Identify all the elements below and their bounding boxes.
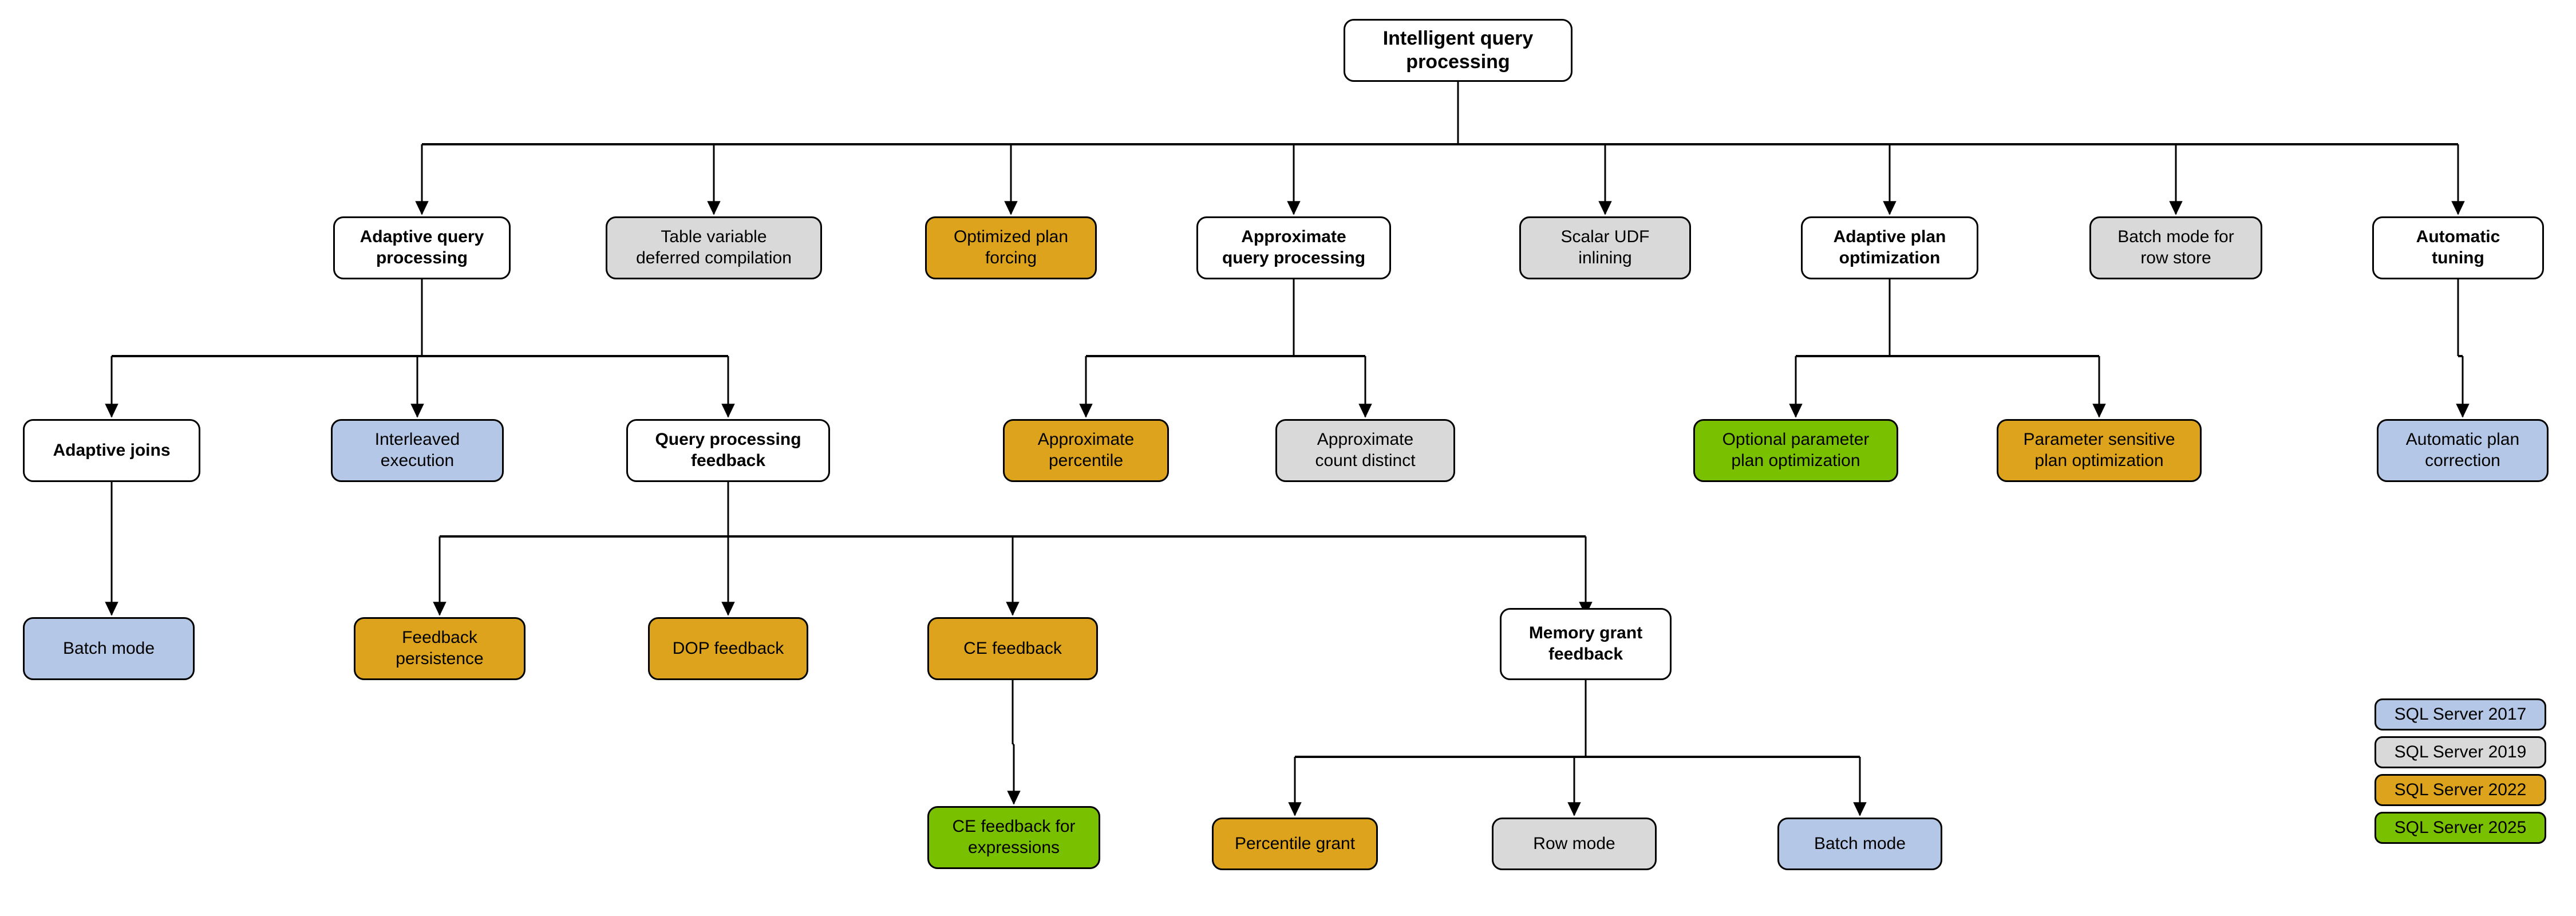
node-approximate-pct[interactable]: Approximate percentile [1003,419,1169,482]
node-label: Adaptive query processing [359,227,484,267]
node-label: Automatic tuning [2416,227,2500,267]
node-table-var-deferred[interactable]: Table variable deferred compilation [606,216,822,279]
node-label: DOP feedback [672,638,784,658]
legend-item-label: SQL Server 2025 [2394,818,2527,837]
legend-item-1[interactable]: SQL Server 2019 [2374,736,2546,768]
node-adaptive-joins[interactable]: Adaptive joins [23,419,200,482]
node-label: Optimized plan forcing [953,227,1069,267]
node-adaptive-plan-opt[interactable]: Adaptive plan optimization [1801,216,1978,279]
node-row-mode[interactable]: Row mode [1492,818,1657,870]
node-optimized-plan[interactable]: Optimized plan forcing [925,216,1097,279]
node-label: Query processing feedback [655,430,801,470]
node-label: CE feedback for expressions [952,817,1076,857]
node-label: Row mode [1533,834,1615,853]
node-label: Approximate percentile [1037,430,1135,470]
node-ce-feedback[interactable]: CE feedback [927,617,1098,680]
legend-item-label: SQL Server 2019 [2394,743,2527,761]
node-label: CE feedback [963,638,1062,658]
node-label: Optional parameter plan optimization [1722,430,1870,470]
node-label: Batch mode [1814,834,1906,853]
node-label: Adaptive plan optimization [1833,227,1946,267]
node-label: Approximate query processing [1222,227,1366,267]
legend-item-label: SQL Server 2022 [2394,780,2527,799]
node-root[interactable]: Intelligent query processing [1344,19,1573,82]
node-label: Batch mode [62,638,155,658]
node-scalar-udf[interactable]: Scalar UDF inlining [1519,216,1691,279]
node-memory-grant-fb[interactable]: Memory grant feedback [1500,608,1672,680]
legend-item-label: SQL Server 2017 [2394,705,2527,724]
node-label: Table variable deferred compilation [636,227,792,267]
node-ce-feedback-expr[interactable]: CE feedback for expressions [927,806,1100,869]
node-label: Approximate count distinct [1315,430,1416,470]
node-qp-feedback[interactable]: Query processing feedback [626,419,830,482]
node-batch-mode-mgf[interactable]: Batch mode [1777,818,1942,870]
node-label: Automatic plan correction [2405,430,2520,470]
node-label: Parameter sensitive plan optimization [2023,430,2175,470]
node-feedback-persistence[interactable]: Feedback persistence [354,617,526,680]
node-automatic-tuning[interactable]: Automatic tuning [2372,216,2544,279]
node-label: Interleaved execution [374,430,460,470]
node-label: Adaptive joins [53,440,171,460]
node-optional-param-po[interactable]: Optional parameter plan optimization [1693,419,1898,482]
node-label: Intelligent query processing [1382,27,1534,73]
node-batch-mode-aj[interactable]: Batch mode [23,617,195,680]
node-adaptive-qp[interactable]: Adaptive query processing [333,216,511,279]
legend-item-0[interactable]: SQL Server 2017 [2374,698,2546,731]
node-dop-feedback[interactable]: DOP feedback [648,617,808,680]
node-param-sensitive-po[interactable]: Parameter sensitive plan optimization [1997,419,2202,482]
node-interleaved-exec[interactable]: Interleaved execution [331,419,504,482]
node-batch-mode-rowstore[interactable]: Batch mode for row store [2089,216,2262,279]
node-label: Feedback persistence [396,628,484,668]
node-automatic-plan-corr[interactable]: Automatic plan correction [2377,419,2549,482]
legend-item-2[interactable]: SQL Server 2022 [2374,774,2546,806]
node-label: Percentile grant [1234,834,1356,853]
node-label: Batch mode for row store [2117,227,2234,267]
node-label: Scalar UDF inlining [1560,227,1650,267]
node-approximate-qp[interactable]: Approximate query processing [1196,216,1391,279]
node-label: Memory grant feedback [1528,623,1643,664]
node-percentile-grant[interactable]: Percentile grant [1212,818,1378,870]
legend-item-3[interactable]: SQL Server 2025 [2374,812,2546,844]
node-approximate-cdistinct[interactable]: Approximate count distinct [1275,419,1455,482]
